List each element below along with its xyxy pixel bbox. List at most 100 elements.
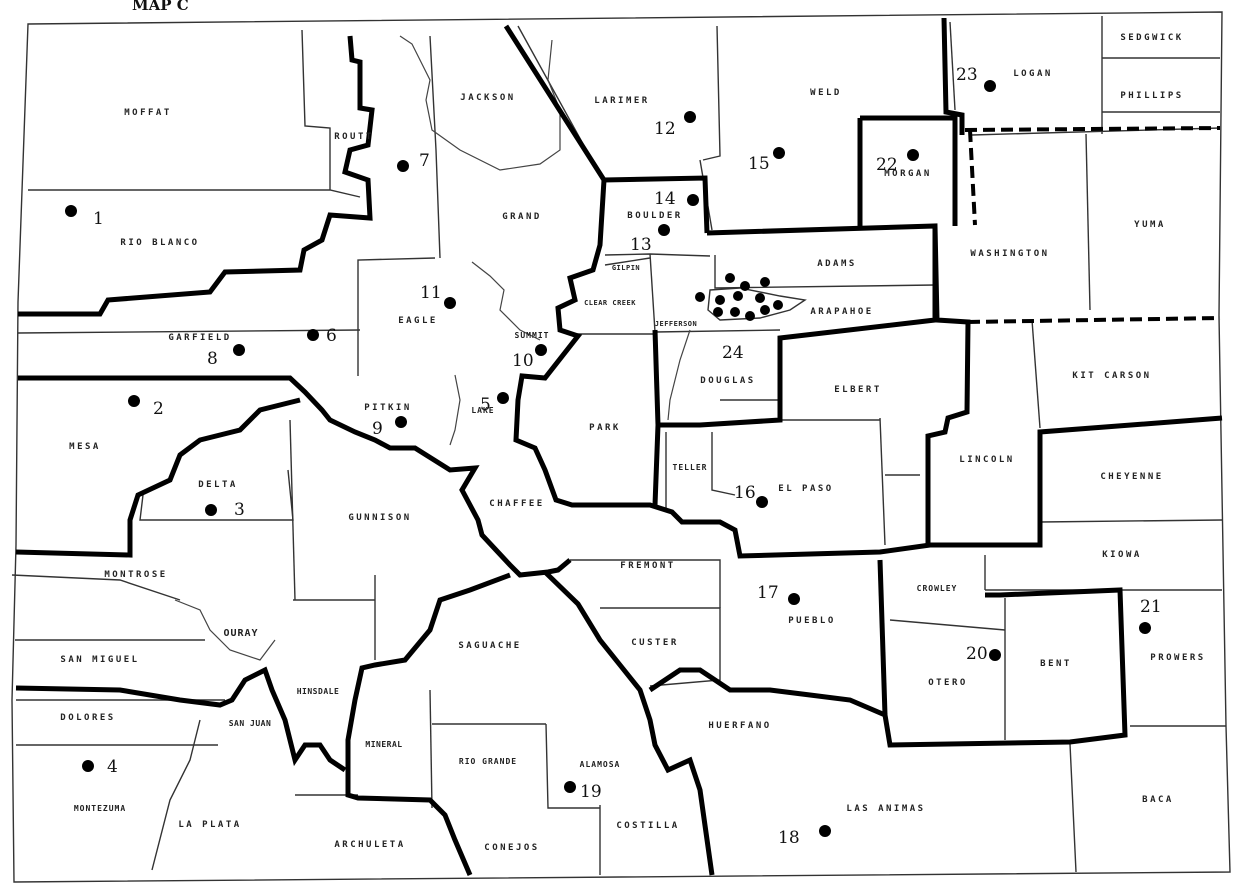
county-larimer: LARIMER [594,96,649,106]
district-marker-11 [444,297,456,309]
county-chaffee: CHAFFEE [489,499,544,509]
county-dolores: DOLORES [60,713,115,723]
district-marker-22 [907,149,919,161]
county-cheyenne: CHEYENNE [1100,472,1163,482]
district-label-9: 9 [372,419,383,439]
district-label-5: 5 [480,395,491,415]
district-marker-19 [564,781,576,793]
county-rio-grande: RIO GRANDE [459,757,517,766]
county-morgan: MORGAN [884,169,932,179]
county-lincoln: LINCOLN [959,455,1014,465]
county-alamosa: ALAMOSA [580,760,621,769]
district-marker-2 [128,395,140,407]
county-pueblo: PUEBLO [788,616,836,626]
county-huerfano: HUERFANO [708,721,771,731]
county-boulder: BOULDER [627,211,682,221]
district-label-10: 10 [512,351,534,371]
district-label-8: 8 [207,349,218,369]
denver-metro-boundary [707,287,807,321]
district-label-3: 3 [234,500,245,520]
district-marker-23 [984,80,996,92]
district-marker-3 [205,504,217,516]
district-marker-5 [497,392,509,404]
denver-cluster-dots [695,273,783,321]
district-label-12: 12 [654,119,676,139]
district-label-6: 6 [326,326,337,346]
district-boundaries [15,17,1223,876]
district-marker-13 [658,224,670,236]
county-washington: WASHINGTON [970,249,1049,259]
district-marker-12 [684,111,696,123]
county-el-paso: EL PASO [778,484,833,494]
district-marker-20 [989,649,1001,661]
county-san-juan: SAN JUAN [229,719,272,728]
district-marker-9 [395,416,407,428]
county-conejos: CONEJOS [484,843,539,853]
district-marker-18 [819,825,831,837]
district-marker-16 [756,496,768,508]
district-label-21: 21 [1140,597,1162,617]
county-fremont: FREMONT [620,561,675,571]
county-moffat: MOFFAT [124,108,172,118]
district-marker-8 [233,344,245,356]
county-logan: LOGAN [1013,69,1053,79]
county-hinsdale: HINSDALE [297,687,340,696]
district-label-2: 2 [153,399,164,419]
county-saguache: SAGUACHE [458,641,521,651]
county-crowley: CROWLEY [917,584,958,593]
county-weld: WELD [810,88,842,98]
county-labels: MOFFAT ROUTT JACKSON LARIMER WELD LOGAN … [60,33,1203,853]
district-marker-14 [687,194,699,206]
county-mesa: MESA [69,442,101,452]
county-san-miguel: SAN MIGUEL [60,655,139,665]
county-ouray: OURAY [223,628,258,639]
county-delta: DELTA [198,480,238,490]
county-grand: GRAND [502,212,542,222]
county-elbert: ELBERT [834,385,882,395]
county-eagle: EAGLE [398,316,438,326]
district-marker-6 [307,329,319,341]
river-lines [174,35,691,661]
district-label-24: 24 [722,343,744,363]
county-douglas: DOUGLAS [700,376,755,386]
county-la-plata: LA PLATA [178,820,241,830]
county-routt: ROUTT [334,132,374,142]
district-label-13: 13 [630,235,652,255]
county-pitkin: PITKIN [364,403,412,413]
county-kit-carson: KIT CARSON [1072,371,1151,381]
county-las-animas: LAS ANIMAS [846,804,925,814]
county-costilla: COSTILLA [616,821,679,831]
county-gunnison: GUNNISON [348,513,411,523]
county-bent: BENT [1040,659,1072,669]
district-label-17: 17 [757,583,779,603]
district-label-11: 11 [420,283,442,303]
county-mineral: MINERAL [365,740,402,749]
map-title: MAP C [132,0,189,14]
county-lines [11,16,1226,875]
county-kiowa: KIOWA [1102,550,1142,560]
district-marker-4 [82,760,94,772]
county-gilpin: GILPIN [612,264,640,272]
district-label-18: 18 [778,828,800,848]
county-baca: BACA [1142,795,1174,805]
county-park: PARK [589,423,621,433]
county-sedgwick: SEDGWICK [1120,33,1183,43]
county-summit: SUMMIT [515,331,550,340]
county-rio-blanco: RIO BLANCO [120,238,199,248]
county-custer: CUSTER [631,638,679,648]
district-label-22: 22 [876,155,898,175]
district-marker-17 [788,593,800,605]
county-yuma: YUMA [1134,220,1166,230]
district-label-19: 19 [580,782,602,802]
district-marker-15 [773,147,785,159]
district-label-23: 23 [956,65,978,85]
county-jefferson: JEFFERSON [655,320,697,328]
county-adams: ADAMS [817,259,857,269]
district-label-7: 7 [419,151,430,171]
district-label-20: 20 [966,644,988,664]
county-garfield: GARFIELD [168,333,231,343]
state-outline [11,11,1231,883]
district-markers: 1 2 3 4 5 6 7 8 9 10 11 12 13 14 15 16 1 [65,65,1162,848]
district-label-16: 16 [734,483,756,503]
